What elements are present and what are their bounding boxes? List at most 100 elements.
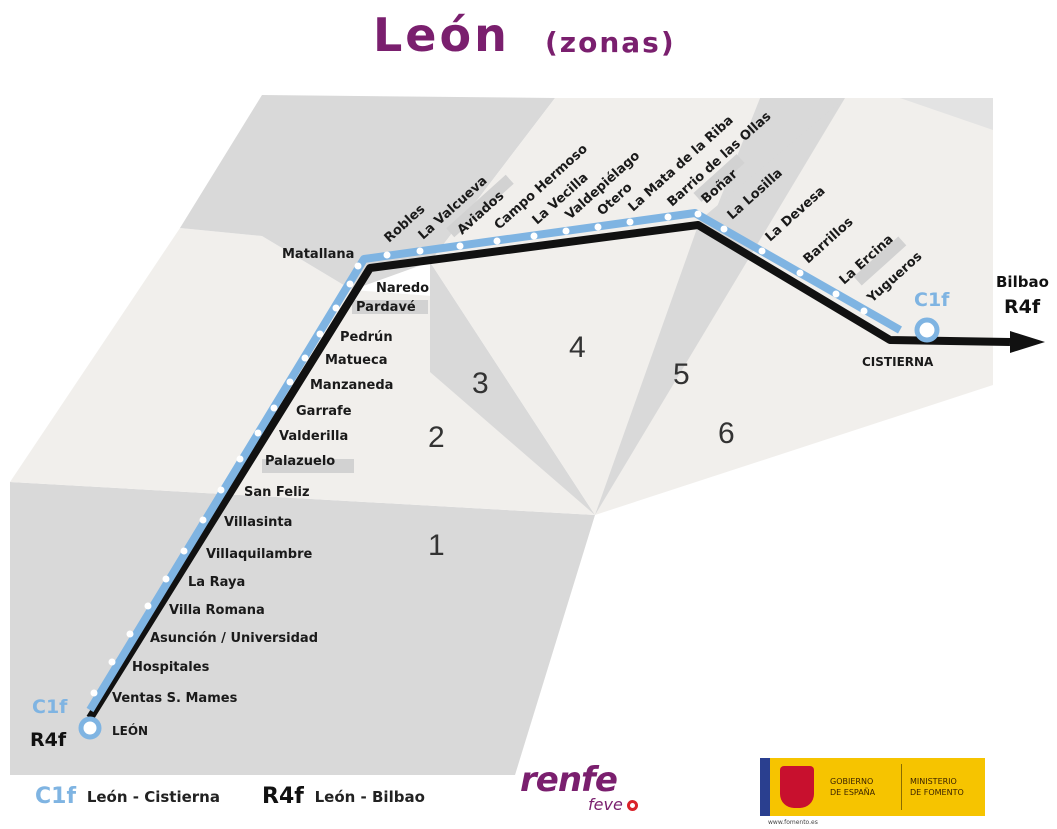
station-dot — [90, 689, 98, 697]
station-dot — [236, 455, 244, 463]
c1-code-leon: C1f — [32, 696, 68, 718]
zone-12-divider-area — [180, 95, 555, 290]
r4-arrow-icon — [1010, 331, 1045, 353]
station-dot — [530, 232, 538, 240]
station-label: Villaquilambre — [206, 547, 312, 562]
destination-code: R4f — [1004, 296, 1041, 318]
station-label: Hospitales — [132, 660, 210, 675]
flag-stripe-icon — [760, 758, 770, 816]
legend-text-r4: León - Bilbao — [314, 787, 425, 806]
station-dot — [316, 330, 324, 338]
leon-terminal-icon — [78, 716, 102, 740]
station-label: Palazuelo — [265, 454, 335, 469]
station-dot — [254, 429, 262, 437]
feve-logo: feve — [588, 795, 638, 814]
station-dots — [90, 210, 868, 697]
station-label-leon: LEÓN — [112, 723, 148, 738]
zone-number: 2 — [428, 421, 445, 454]
station-dot — [301, 354, 309, 362]
station-dot — [126, 630, 134, 638]
station-dot — [162, 575, 170, 583]
zone-1-area — [10, 482, 595, 775]
station-label: Ventas S. Mames — [112, 691, 238, 706]
c1-code-cistierna: C1f — [914, 289, 950, 311]
line-code-markers: C1f R4f C1f Bilbao R4f — [30, 273, 1049, 751]
station-dot — [332, 304, 340, 312]
zone-4-area — [430, 98, 760, 515]
r4-code-leon: R4f — [30, 729, 67, 751]
station-dot — [694, 210, 702, 218]
gov-line: DE FOMENTO — [910, 788, 964, 797]
legend-item-r4: R4f León - Bilbao — [262, 784, 425, 809]
title-main: León — [373, 8, 510, 62]
station-label: La Raya — [188, 575, 245, 590]
station-dot — [144, 602, 152, 610]
station-label: Matallana — [282, 247, 354, 262]
zone-numbers: 1 2 3 4 5 6 — [428, 331, 735, 562]
zone-number: 3 — [472, 367, 489, 400]
cistierna-terminal-icon — [914, 317, 940, 343]
station-dot — [217, 486, 225, 494]
legend-code-c1: C1f — [35, 784, 77, 809]
legend-code-r4: R4f — [262, 784, 304, 809]
station-dot — [286, 378, 294, 386]
station-label: Matueca — [325, 353, 387, 368]
station-dot — [493, 237, 501, 245]
station-label: Asunción / Universidad — [150, 631, 318, 646]
station-dot — [832, 290, 840, 298]
gov-line: DE ESPAÑA — [830, 788, 876, 797]
station-dot — [720, 225, 728, 233]
station-dot — [626, 218, 634, 226]
feve-text: feve — [588, 795, 623, 814]
logo-divider — [901, 764, 902, 810]
station-label-cistierna: CISTIERNA — [862, 355, 934, 369]
gobierno-logo: GOBIERNO DE ESPAÑA MINISTERIO DE FOMENTO — [760, 758, 985, 816]
label-tabs — [262, 154, 907, 473]
station-dot — [108, 658, 116, 666]
station-dot — [180, 547, 188, 555]
station-dot — [354, 262, 362, 270]
station-label: Valderilla — [279, 429, 348, 444]
station-dot — [416, 247, 424, 255]
label-tab-yugueros — [853, 236, 907, 286]
coat-of-arms-icon — [780, 766, 814, 808]
destination-name: Bilbao — [996, 273, 1049, 291]
station-dot — [562, 227, 570, 235]
zone-6-upper-area — [845, 98, 993, 130]
station-dot — [456, 242, 464, 250]
station-dot — [796, 269, 804, 277]
label-tab-pardave — [352, 300, 428, 314]
station-dot — [758, 247, 766, 255]
station-label: San Feliz — [244, 485, 310, 500]
label-tab-palazuelo — [262, 459, 354, 473]
zone-6-area — [595, 98, 993, 515]
gobierno-text: GOBIERNO DE ESPAÑA — [830, 776, 875, 798]
station-label: Pedrún — [340, 330, 393, 345]
feve-circle-icon — [626, 800, 638, 811]
station-dot — [860, 307, 868, 315]
station-label: Manzaneda — [310, 378, 393, 393]
legend-text-c1: León - Cistierna — [86, 787, 220, 806]
zone-number: 4 — [569, 331, 586, 364]
station-label: Villasinta — [224, 515, 292, 530]
zone-areas — [10, 95, 993, 775]
ministerio-text: MINISTERIO DE FOMENTO — [910, 776, 964, 798]
station-dot — [594, 223, 602, 231]
label-tab-aviados — [446, 174, 514, 238]
zone-number: 1 — [428, 529, 445, 562]
station-dot — [346, 280, 354, 288]
station-dot — [270, 404, 278, 412]
station-label: Garrafe — [296, 404, 352, 419]
station-label: Naredo — [376, 281, 429, 296]
zone-number: 6 — [718, 417, 735, 450]
zone-number: 5 — [673, 358, 690, 391]
fomento-url: www.fomento.es — [768, 819, 818, 826]
label-tab-bonar — [693, 154, 745, 202]
station-label: Pardavé — [356, 300, 416, 315]
gov-line: GOBIERNO — [830, 777, 874, 786]
renfe-logo: renfe — [520, 760, 618, 800]
station-dot — [664, 213, 672, 221]
title-sub: (zonas) — [545, 26, 676, 59]
station-dot — [383, 251, 391, 259]
